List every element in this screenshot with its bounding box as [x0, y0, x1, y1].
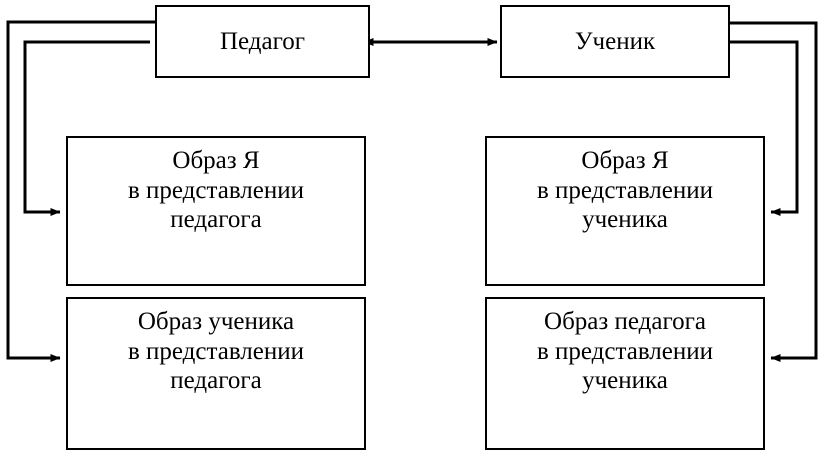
- node-teacher-label: Педагог: [219, 27, 306, 55]
- connector-teacher-to-self-image: [23, 40, 150, 216]
- node-student-teacher-image[interactable]: Образ педагога в представлении ученика: [485, 297, 765, 450]
- node-student-label: Ученик: [574, 27, 656, 55]
- node-student-self-image[interactable]: Образ Я в представлении ученика: [485, 136, 765, 286]
- connector-teacher-to-student-image: [6, 20, 155, 362]
- node-teacher-self-image[interactable]: Образ Я в представлении педагога: [66, 136, 366, 286]
- node-teacher-student-image-label: Образ ученика в представлении педагога: [127, 308, 305, 394]
- connector-student-to-self-image: [730, 40, 799, 216]
- node-teacher[interactable]: Педагог: [155, 5, 370, 78]
- node-student-teacher-image-label: Образ педагога в представлении ученика: [536, 308, 714, 394]
- node-teacher-student-image[interactable]: Образ ученика в представлении педагога: [66, 297, 366, 450]
- node-teacher-self-image-label: Образ Я в представлении педагога: [127, 147, 305, 233]
- node-student[interactable]: Ученик: [500, 5, 730, 78]
- connector-student-to-teacher-image: [730, 21, 818, 362]
- node-student-self-image-label: Образ Я в представлении ученика: [536, 147, 714, 233]
